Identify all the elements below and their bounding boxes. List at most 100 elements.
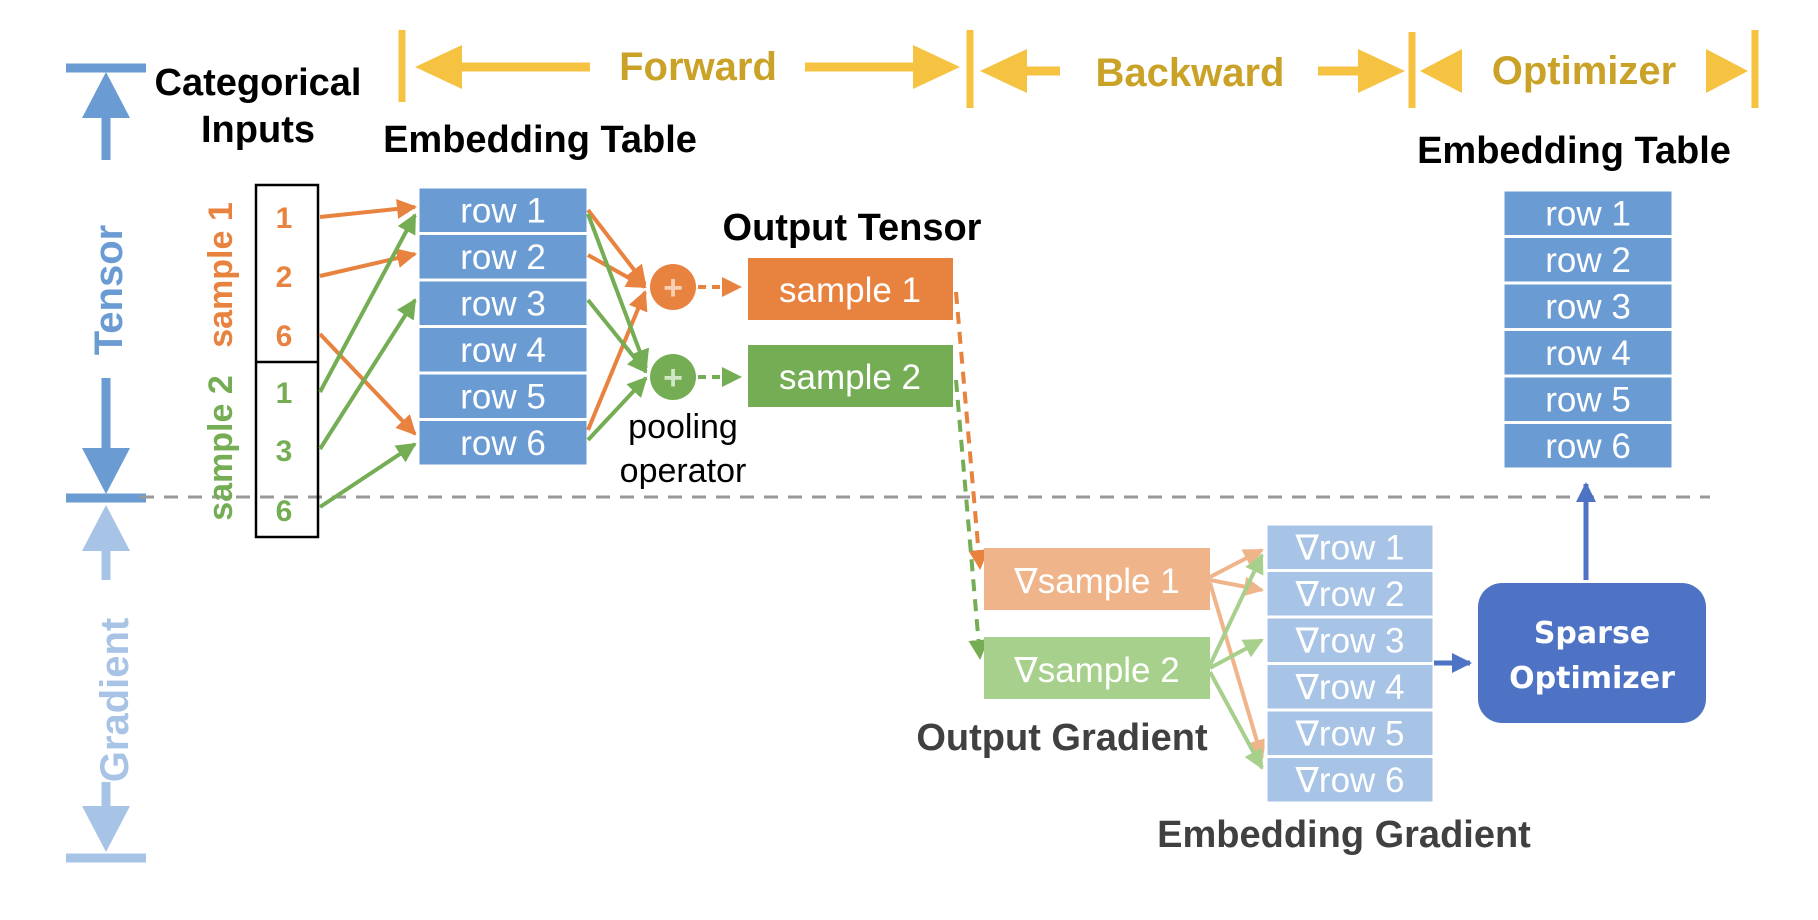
tensor-down-arrowhead <box>82 448 130 494</box>
embedding-left-row-5-label: row 5 <box>460 377 546 416</box>
output-gradient-title: Output Gradient <box>916 717 1208 759</box>
embedding-right-row-3-label: row 3 <box>1545 287 1631 326</box>
embedding-left-row-5-cell <box>416 371 590 421</box>
output-gradient: ∇sample 1 ∇sample 2 Output Gradient <box>916 548 1210 759</box>
embedding-gradient-row-1-label: ∇row 1 <box>1295 528 1405 567</box>
embedding-left-row-3-cell <box>416 278 590 328</box>
embedding-gradient-title: Embedding Gradient <box>1157 814 1531 856</box>
tensor-axis-label: Tensor <box>87 225 131 355</box>
embedding-right-row-2-cell <box>1501 235 1675 285</box>
embedding-left-row-6-label: row 6 <box>460 424 546 463</box>
backward-right-arrowhead <box>1358 49 1405 93</box>
embedding-right-row-1-label: row 1 <box>1545 194 1631 233</box>
sample1-index-3: 6 <box>276 320 293 353</box>
sample2-index-1: 1 <box>276 377 293 410</box>
arrow-s1-idx6-to-row6 <box>318 332 417 436</box>
grad1-to-grow6 <box>1208 582 1267 760</box>
embedding-left-row-2-cell <box>416 232 590 282</box>
arrow-row6-to-pool2 <box>586 376 648 442</box>
embedding-right-row-5-cell <box>1501 374 1675 424</box>
arrow-s1-idx1-to-row1 <box>319 198 417 219</box>
arrow-s1-idx2-to-row2 <box>319 248 417 278</box>
embedding-left-row-4-label: row 4 <box>460 331 546 370</box>
embedding-gradient-row-6-cell <box>1264 755 1436 805</box>
backward-left-arrowhead <box>980 49 1027 93</box>
sample2-to-grad2-dashed-arrow <box>954 379 989 660</box>
grad-sample1-box <box>984 548 1210 610</box>
gradient-axis-label: Gradient <box>93 618 137 782</box>
embedding-right-row-4-label: row 4 <box>1545 334 1631 373</box>
embedding-table-right-title: Embedding Table <box>1417 130 1731 172</box>
embedding-gradient-row-5-label: ∇row 5 <box>1295 714 1405 753</box>
embedding-gradient-row-4-label: ∇row 4 <box>1295 668 1405 707</box>
vertical-axis: Tensor Gradient <box>66 63 146 863</box>
output-sample1-box <box>748 258 953 320</box>
embedding-left-row-6-cell <box>416 418 590 468</box>
sample2-vertical-label: sample 2 <box>202 375 240 521</box>
gradient-up-arrowhead <box>82 505 130 551</box>
optimizer-right-arrowhead <box>1706 49 1748 93</box>
grad-sample1-label: ∇sample 1 <box>1013 562 1179 601</box>
embedding-gradient: ∇row 1 ∇row 2 ∇row 3 ∇row 4 ∇row 5 ∇row 6 Emb… <box>1157 522 1531 856</box>
output-tensor-title: Output Tensor <box>723 207 982 249</box>
output-tensor: + + Output Tensor sample 1 sample 2 pool… <box>620 207 982 490</box>
optimizer-label: Optimizer <box>1492 49 1676 93</box>
embedding-gradient-row-3-label: ∇row 3 <box>1295 621 1405 660</box>
embedding-left-row-1-label: row 1 <box>460 191 546 230</box>
embedding-gradient-row-1-cell <box>1264 522 1436 572</box>
embedding-right-row-6-label: row 6 <box>1545 427 1631 466</box>
sparse-optimizer-label-line1: Sparse <box>1534 616 1650 651</box>
arrow-s2-idx6-to-row6 <box>318 442 417 509</box>
backward-label: Backward <box>1096 51 1285 95</box>
arrow-row3-to-pool2 <box>586 298 648 374</box>
embedding-right-row-5-label: row 5 <box>1545 380 1631 419</box>
arrow-row1-to-pool2 <box>586 213 650 370</box>
embedding-right-row-6-cell <box>1501 421 1675 471</box>
lookup-arrows <box>318 198 417 509</box>
grad2-to-grow3 <box>1209 638 1264 670</box>
embedding-table-left: Embedding Table row 1 row 2 row 3 row 4 row … <box>383 119 697 468</box>
grad1-to-grow2 <box>1209 576 1264 597</box>
tensor-up-arrowhead <box>82 72 130 118</box>
grad2-to-grow6 <box>1208 671 1264 770</box>
pooling-operator-label-line1: pooling <box>628 408 738 446</box>
embedding-right-row-3-cell <box>1501 281 1675 331</box>
pool-plus-icon-sample2 <box>650 354 696 400</box>
categorical-inputs-title-line1: Categorical <box>155 62 362 104</box>
sample1-vertical-label: sample 1 <box>202 202 240 348</box>
sample1-to-grad1-dashed-arrow <box>954 291 989 570</box>
pooling-operator-label-line2: operator <box>620 452 747 490</box>
forward-label: Forward <box>619 45 777 89</box>
optimizer-left-arrowhead <box>1420 49 1462 93</box>
embedding-table-right: Embedding Table row 1 row 2 row 3 row 4 row … <box>1417 130 1731 471</box>
embedding-gradient-row-6-label: ∇row 6 <box>1295 761 1405 800</box>
gradient-down-arrowhead <box>82 806 130 852</box>
forward-left-arrowhead <box>415 45 462 89</box>
pool-plus-sign-1: + <box>663 269 683 307</box>
sample1-index-1: 1 <box>276 202 293 235</box>
categorical-inputs: Categorical Inputs sample 1 sample 2 1 2… <box>155 62 362 539</box>
forward-right-arrowhead <box>913 45 960 89</box>
pool-plus-sign-2: + <box>663 359 683 397</box>
arrow-s2-idx3-to-row3 <box>318 298 417 451</box>
embedding-right-row-2-label: row 2 <box>1545 241 1631 280</box>
sample1-index-2: 2 <box>276 261 293 294</box>
arrow-row6-to-pool1 <box>586 290 648 431</box>
grad2-to-grow1 <box>1208 553 1264 666</box>
embedding-table-left-title: Embedding Table <box>383 119 697 161</box>
sparse-optimizer-box <box>1478 583 1706 723</box>
gradient-scatter-arrows <box>1208 548 1267 770</box>
embedding-gradient-row-5-cell <box>1264 708 1436 758</box>
embedding-right-row-4-cell <box>1501 328 1675 378</box>
sample2-index-3: 6 <box>276 495 293 528</box>
embedding-left-row-2-label: row 2 <box>460 238 546 277</box>
sparse-optimizer-label-line2: Optimizer <box>1509 661 1675 696</box>
pooling-arrows <box>586 208 650 442</box>
pool-plus-icon-sample1 <box>650 264 696 310</box>
embedding-gradient-row-2-label: ∇row 2 <box>1295 575 1405 614</box>
embedding-left-row-3-label: row 3 <box>460 284 546 323</box>
output-sample1-label: sample 1 <box>779 271 921 310</box>
output-sample2-label: sample 2 <box>779 358 921 397</box>
arrow-row2-to-pool1 <box>587 253 647 289</box>
